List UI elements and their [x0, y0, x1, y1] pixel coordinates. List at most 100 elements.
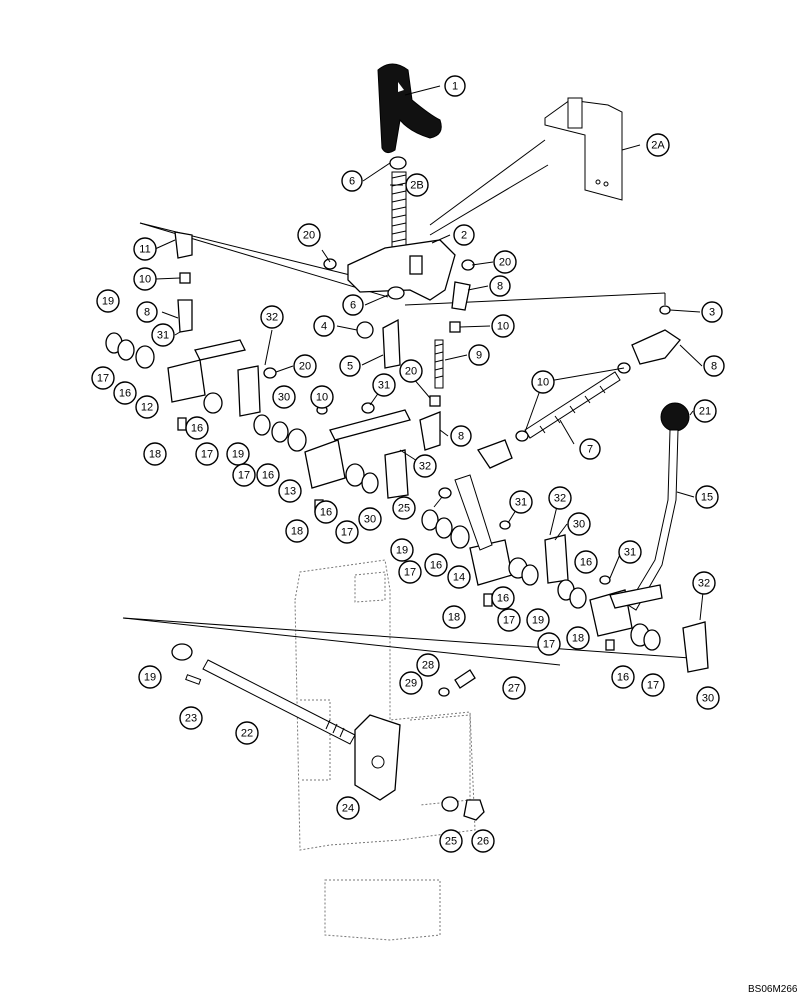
washer-29	[438, 687, 450, 697]
rod-end-8	[177, 299, 193, 333]
callout-32: 32	[413, 454, 437, 478]
bracket-2a	[544, 97, 623, 201]
callout-16: 16	[424, 553, 448, 577]
callout-32: 32	[692, 571, 716, 595]
callout-circle	[179, 706, 203, 730]
callout-circle	[135, 395, 159, 419]
callout-label: 2	[461, 230, 467, 242]
callout-circle	[398, 560, 422, 584]
washer-19	[171, 643, 193, 661]
callout-label: 30	[278, 392, 290, 404]
callout-circle	[313, 315, 335, 337]
rod-end-11	[174, 231, 193, 259]
callout-label: 8	[497, 281, 503, 293]
callout-label: 20	[299, 361, 311, 373]
callout-label: 16	[262, 470, 274, 482]
callout-label: 19	[144, 672, 156, 684]
callout-8: 8	[136, 301, 158, 323]
threaded-rod-9	[434, 339, 444, 389]
callout-label: 4	[321, 321, 327, 333]
callout-14: 14	[447, 565, 471, 589]
callout-label: 16	[320, 507, 332, 519]
callout-20: 20	[293, 354, 317, 378]
callout-label: 19	[532, 615, 544, 627]
callout-17: 17	[497, 608, 521, 632]
callout-circle	[696, 686, 720, 710]
nut-20	[323, 258, 337, 270]
callout-circle	[260, 305, 284, 329]
callout-18: 18	[442, 605, 466, 629]
callout-13: 13	[278, 479, 302, 503]
callout-circle	[574, 550, 598, 574]
callout-circle	[235, 721, 259, 745]
callout-circle	[416, 653, 440, 677]
callout-label: 30	[573, 519, 585, 531]
nut-10	[449, 321, 461, 333]
washer-4	[356, 321, 374, 339]
callout-label: 17	[341, 527, 353, 539]
callout-circle	[195, 442, 219, 466]
callout-17: 17	[335, 520, 359, 544]
callout-label: 18	[572, 633, 584, 645]
callout-label: 32	[419, 461, 431, 473]
callout-label: 19	[102, 296, 114, 308]
callout-label: 32	[554, 493, 566, 505]
pin-23	[185, 674, 202, 685]
callout-circle	[143, 442, 167, 466]
callout-22: 22	[235, 721, 259, 745]
callout-label: 18	[291, 526, 303, 538]
callout-circle	[392, 496, 416, 520]
callout-label: 20	[303, 230, 315, 242]
callout-11: 11	[133, 237, 157, 261]
callout-30: 30	[567, 512, 591, 536]
nut-6	[387, 286, 405, 300]
callout-6: 6	[342, 294, 364, 316]
callout-circle	[285, 519, 309, 543]
callout-circle	[314, 500, 338, 524]
callout-label: 9	[476, 350, 482, 362]
callout-18: 18	[143, 442, 167, 466]
callout-6: 6	[341, 170, 363, 192]
callout-31: 31	[372, 373, 396, 397]
shaft-22	[202, 659, 356, 745]
callout-8: 8	[450, 425, 472, 447]
callout-label: 17	[201, 449, 213, 461]
callout-circle	[703, 355, 725, 377]
callout-2A: 2A	[646, 133, 670, 157]
callout-circle	[297, 223, 321, 247]
callout-circle	[358, 507, 382, 531]
callout-label: 16	[497, 593, 509, 605]
callout-label: 29	[405, 678, 417, 690]
screw-27	[454, 669, 476, 689]
callout-label: 31	[157, 330, 169, 342]
callout-31: 31	[618, 540, 642, 564]
callout-circle	[113, 381, 137, 405]
callout-15: 15	[695, 485, 719, 509]
callout-16: 16	[314, 500, 338, 524]
callout-circle	[489, 275, 511, 297]
callout-4: 4	[313, 315, 335, 337]
callout-circle	[646, 133, 670, 157]
callout-2: 2	[453, 224, 475, 246]
callout-label: 10	[537, 377, 549, 389]
callout-19: 19	[138, 665, 162, 689]
callout-label: 17	[97, 373, 109, 385]
callout-label: 7	[587, 444, 593, 456]
callout-1: 1	[444, 75, 466, 97]
callout-circle	[618, 540, 642, 564]
callout-17: 17	[91, 366, 115, 390]
callout-16: 16	[574, 550, 598, 574]
callout-circle	[96, 289, 120, 313]
callout-label: 16	[617, 672, 629, 684]
callout-leaders	[154, 85, 705, 621]
callout-label: 18	[448, 612, 460, 624]
callout-circle	[509, 490, 533, 514]
callout-circle	[339, 355, 361, 377]
rod-end-8	[477, 439, 513, 469]
callout-19: 19	[226, 442, 250, 466]
callout-label: 10	[316, 392, 328, 404]
callout-16: 16	[611, 665, 635, 689]
callout-label: 25	[398, 503, 410, 515]
callout-circle	[548, 486, 572, 510]
